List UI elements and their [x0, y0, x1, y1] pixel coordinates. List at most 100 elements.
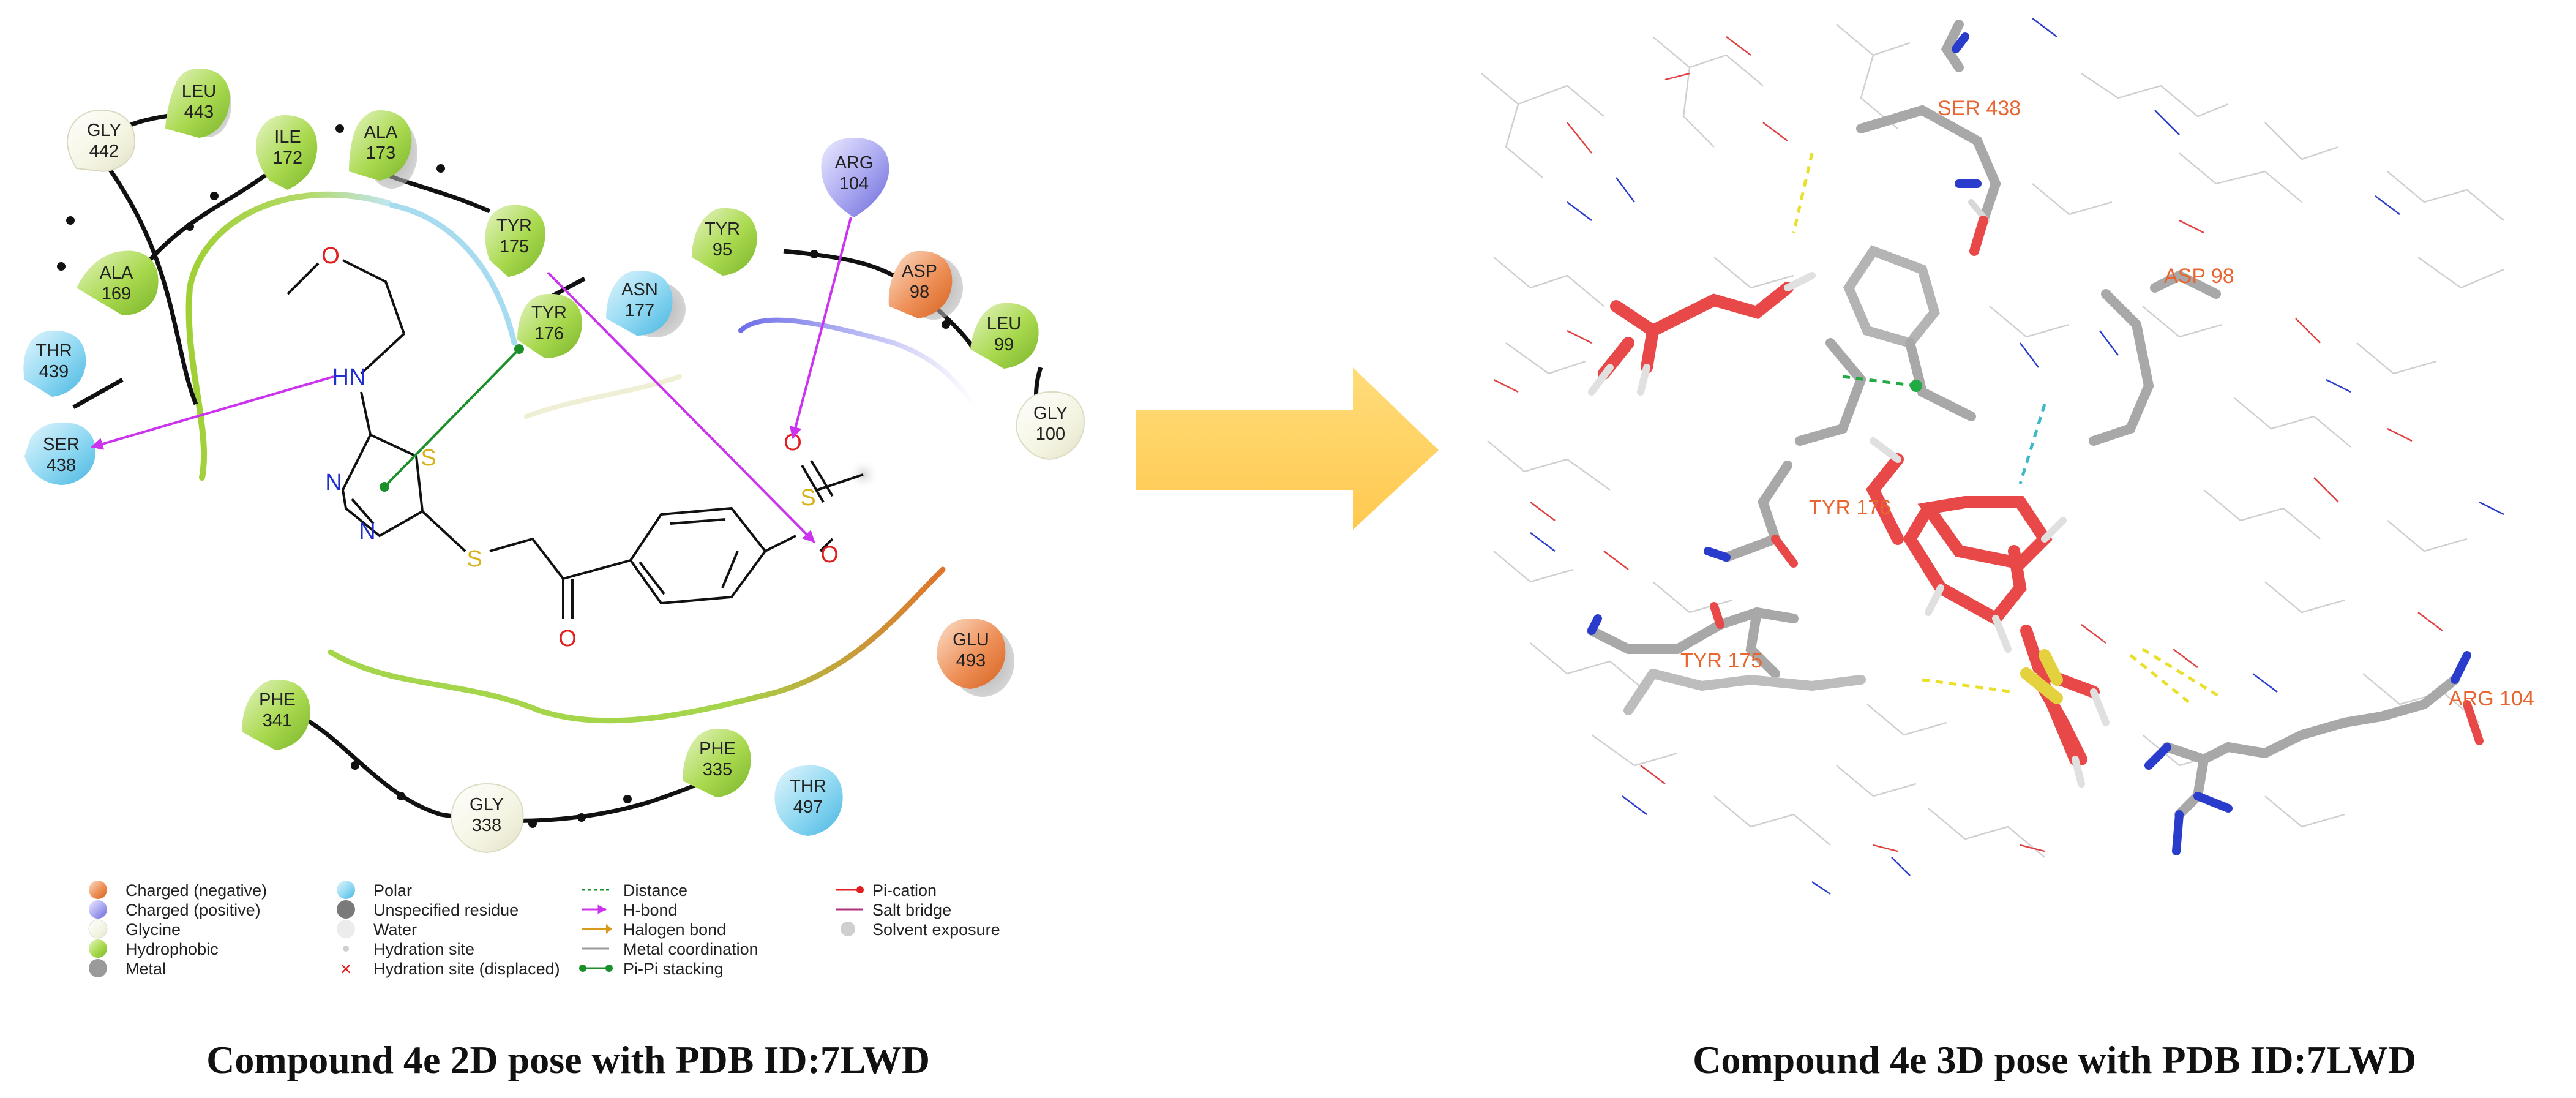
residue-number: 438 — [47, 456, 76, 475]
residue-number: 335 — [703, 760, 732, 780]
residue-label: TYR — [496, 216, 532, 236]
residue-number: 493 — [956, 651, 986, 671]
residue-label: GLU — [953, 630, 989, 650]
residue-serine-438: SER 438 — [24, 422, 95, 485]
residue-label: TYR — [531, 303, 567, 323]
residue-asparagine-177: ASN 177 — [606, 270, 686, 337]
residue-tyrosine-175: TYR 175 — [485, 205, 545, 277]
ligand-hydrogens — [1588, 272, 2110, 788]
legend-label: Halogen bond — [623, 920, 726, 939]
residue-isoleucine-172: ILE 172 — [256, 115, 318, 190]
residue-glycine-100: GLY 100 — [1015, 391, 1085, 461]
residue-glycine-338: GLY 338 — [451, 783, 524, 854]
residue-label: GLY — [87, 121, 121, 140]
residue-aspartate-98: ASP 98 — [888, 250, 963, 320]
legend-swatch-glycine — [88, 919, 108, 939]
label-asp98: ASP 98 — [2164, 265, 2234, 288]
legend-swatch-pi-cation-dot — [856, 886, 864, 893]
ligand-pose-3d: SER 438 ASP 98 TYR 176 TYR 175 ARG 104 — [1481, 18, 2534, 895]
residue-label: PHE — [699, 739, 736, 759]
residue-label: LEU — [182, 81, 216, 101]
caption-3d: Compound 4e 3D pose with PDB ID:7LWD — [1693, 1038, 2416, 1081]
residue-label: ALA — [364, 122, 398, 142]
residue-number: 439 — [39, 362, 69, 382]
legend: Charged (negative) Charged (positive) Gl… — [88, 881, 1000, 980]
residue-label: PHE — [259, 690, 296, 710]
oxygen-atom: O — [321, 243, 340, 269]
backbone-dots — [57, 124, 950, 828]
label-tyr175: TYR 175 — [1680, 649, 1762, 672]
residue-leucine-99: LEU 99 — [970, 303, 1039, 369]
legend-label: Hydrophobic — [125, 940, 219, 958]
residue-tyrosine-95: TYR 95 — [692, 208, 757, 276]
legend-label: Distance — [623, 881, 687, 900]
ligand-atoms: O HN N N S S O S O O — [321, 243, 839, 652]
nitrogen-atom: N — [359, 519, 375, 544]
residue-threonine-497: THR 497 — [774, 765, 843, 836]
label-tyr176: TYR 176 — [1809, 496, 1891, 519]
residue-number: 177 — [625, 301, 654, 320]
residue-number: 341 — [263, 711, 292, 731]
legend-label: H-bond — [623, 901, 678, 919]
protein-wireframe — [1481, 18, 2504, 895]
residue-number: 169 — [102, 284, 131, 304]
legend-label: Glycine — [125, 920, 181, 939]
ligand-sulfur — [2020, 649, 2063, 704]
residue-number: 98 — [910, 282, 929, 302]
residue-number: 338 — [472, 816, 501, 835]
legend-swatch-negative — [89, 881, 107, 899]
residue-tyrosine-176: TYR 176 — [517, 293, 582, 358]
residue-number: 442 — [89, 141, 119, 161]
residue-number: 172 — [273, 148, 302, 168]
residue-alanine-173: ALA 173 — [349, 110, 417, 189]
residue-number: 99 — [994, 335, 1014, 355]
amine-atom: HN — [332, 364, 366, 390]
residue-alanine-169: ALA 169 — [77, 250, 159, 315]
residue-number: 497 — [793, 797, 823, 817]
legend-swatch-polar — [337, 881, 355, 899]
legend-swatch-hydration-displaced: × — [340, 958, 352, 980]
legend-label: Unspecified residue — [373, 901, 519, 919]
residue-label: ASN — [621, 280, 658, 299]
residue-glutamate-493: GLU 493 — [937, 619, 1014, 697]
label-arg104: ARG 104 — [2449, 687, 2534, 710]
legend-label: Charged (positive) — [125, 901, 261, 919]
residue-number: 104 — [839, 174, 869, 194]
legend-label: Metal — [125, 960, 166, 978]
label-ser438: SER 438 — [1938, 97, 2021, 120]
legend-label: Water — [373, 920, 417, 939]
residue-threonine-439: THR 439 — [23, 330, 86, 397]
oxygen-atom: O — [558, 626, 577, 652]
residue-label: ILE — [274, 127, 301, 147]
legend-swatch-pipi-dot — [579, 965, 586, 972]
residue-label: ARG — [835, 153, 874, 173]
legend-label: Pi-Pi stacking — [623, 960, 724, 978]
interaction-dashes — [1792, 152, 2223, 705]
residue-label: GLY — [1033, 404, 1068, 423]
residue-number: 175 — [500, 237, 529, 257]
legend-label: Hydration site (displaced) — [373, 960, 560, 978]
residue-phenylalanine-341: PHE 341 — [242, 679, 310, 750]
sulfur-atom: S — [466, 546, 482, 572]
legend-swatch-positive — [89, 900, 107, 919]
legend-label: Hydration site — [373, 940, 474, 958]
legend-swatch-halogen-head — [606, 924, 612, 934]
residue-label: THR — [790, 776, 826, 796]
residue-phenylalanine-335: PHE 335 — [683, 728, 751, 797]
ligand-interaction-diagram-2d: GLY 442 LEU 443 ILE 172 ALA 173 ALA 169 … — [23, 69, 1085, 854]
residue-sticks — [1587, 20, 2484, 855]
legend-label: Polar — [373, 881, 412, 900]
residue-glycine-442: GLY 442 — [66, 109, 136, 173]
legend-swatch-unspecified — [337, 900, 355, 919]
residue-label: THR — [36, 341, 72, 361]
legend-swatch-metal — [89, 959, 107, 977]
residue-number: 100 — [1036, 424, 1065, 444]
legend-label: Charged (negative) — [125, 881, 267, 900]
legend-label: Pi-cation — [872, 881, 937, 900]
legend-swatch-pipi-dot — [605, 965, 613, 972]
legend-label: Metal coordination — [623, 940, 758, 958]
residue-label: LEU — [987, 314, 1021, 334]
residue-label: ALA — [100, 263, 133, 283]
residue-label: SER — [43, 435, 80, 454]
